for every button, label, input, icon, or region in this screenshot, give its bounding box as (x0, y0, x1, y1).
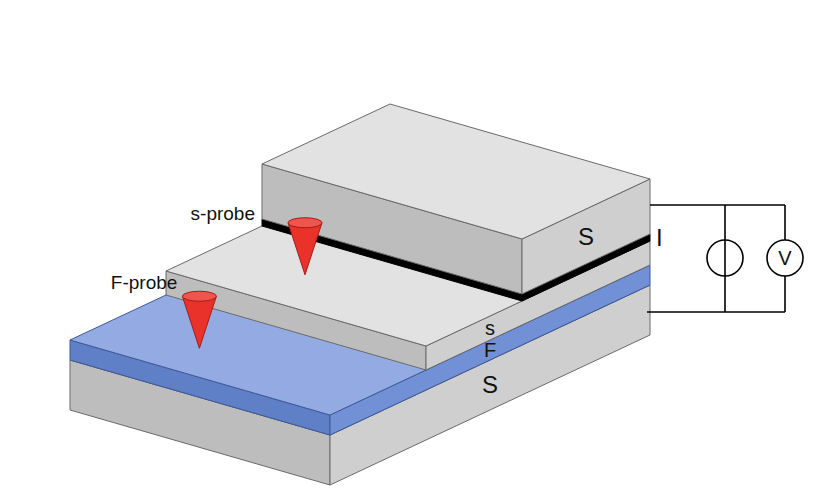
circuit-wire (724, 205, 726, 240)
circuit-wire (647, 311, 785, 313)
layer-label: I (656, 226, 663, 250)
layer-label: S (578, 225, 594, 249)
circuit-wire (724, 276, 726, 312)
layer-label: s (485, 318, 495, 338)
layer-label: F (484, 340, 496, 360)
circuit-wire (784, 205, 786, 240)
voltmeter-symbol (767, 240, 803, 276)
current-source-symbol (724, 240, 726, 276)
f-probe-cone-top (182, 291, 216, 301)
probe-label: s-probe (191, 203, 255, 222)
voltmeter-label: V (778, 248, 791, 268)
top-superconductor-top-face (262, 104, 650, 239)
current-source-symbol (707, 240, 743, 276)
f-probe-cone (182, 296, 216, 348)
probe-label: F-probe (111, 273, 178, 292)
circuit-wire (650, 204, 785, 206)
layer-label: S (482, 373, 498, 397)
s-probe-cone (288, 223, 322, 275)
circuit-wire (784, 276, 786, 312)
s-probe-cone-top (288, 218, 322, 228)
